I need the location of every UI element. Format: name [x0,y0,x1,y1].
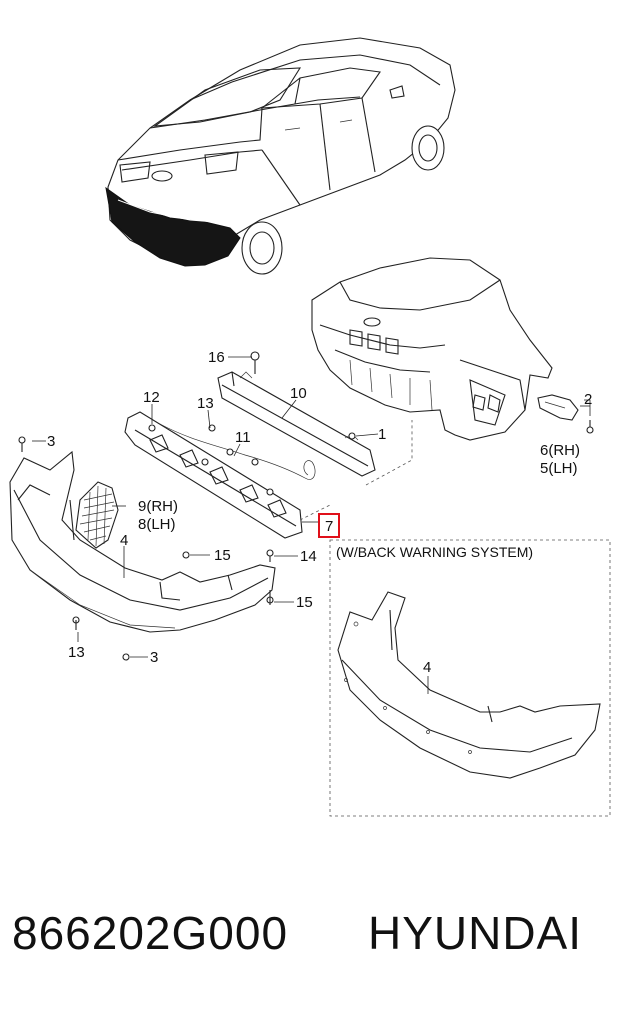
callout-16: 16 [208,349,225,366]
car-overview-illustration [105,37,456,275]
leader-lines [32,356,591,658]
inset-bumper-illustration [337,591,601,779]
callout-13-upper: 13 [197,395,214,412]
part-number: 866202G000 [12,907,289,959]
callout-8-lh: 8(LH) [138,516,176,533]
callout-6-rh: 6(RH) [540,442,580,459]
callout-2: 2 [584,391,592,408]
energy-absorber-illustration [124,411,303,539]
rear-bumper-cover-illustration [9,450,276,633]
footer: 866202G000 HYUNDAI [0,906,620,976]
rear-beam-illustration [217,371,376,477]
bumper-bracket-illustration [75,481,119,549]
callout-5-lh: 5(LH) [540,460,578,477]
callout-3-lower: 3 [150,649,158,666]
inset-label: (W/BACK WARNING SYSTEM) [336,544,533,560]
callout-7: 7 [325,518,333,535]
brand-name: HYUNDAI [368,907,583,959]
fasteners [18,351,356,661]
callout-13-lower: 13 [68,644,85,661]
callout-11: 11 [235,429,251,446]
callout-12: 12 [143,389,160,406]
rear-body-panel-illustration [311,257,594,441]
callout-4-main: 4 [120,532,128,549]
callout-15-lower: 15 [296,594,313,611]
callout-3-upper: 3 [47,433,55,450]
inset-frame [329,539,611,817]
wiring-harness [159,423,316,480]
callout-10: 10 [290,385,307,402]
highlighted-callout-box [318,513,340,538]
callout-1: 1 [378,426,386,443]
callout-9-rh: 9(RH) [138,498,178,515]
callout-15-upper: 15 [214,547,231,564]
callout-14: 14 [300,548,317,565]
callout-4-inset: 4 [423,659,431,676]
